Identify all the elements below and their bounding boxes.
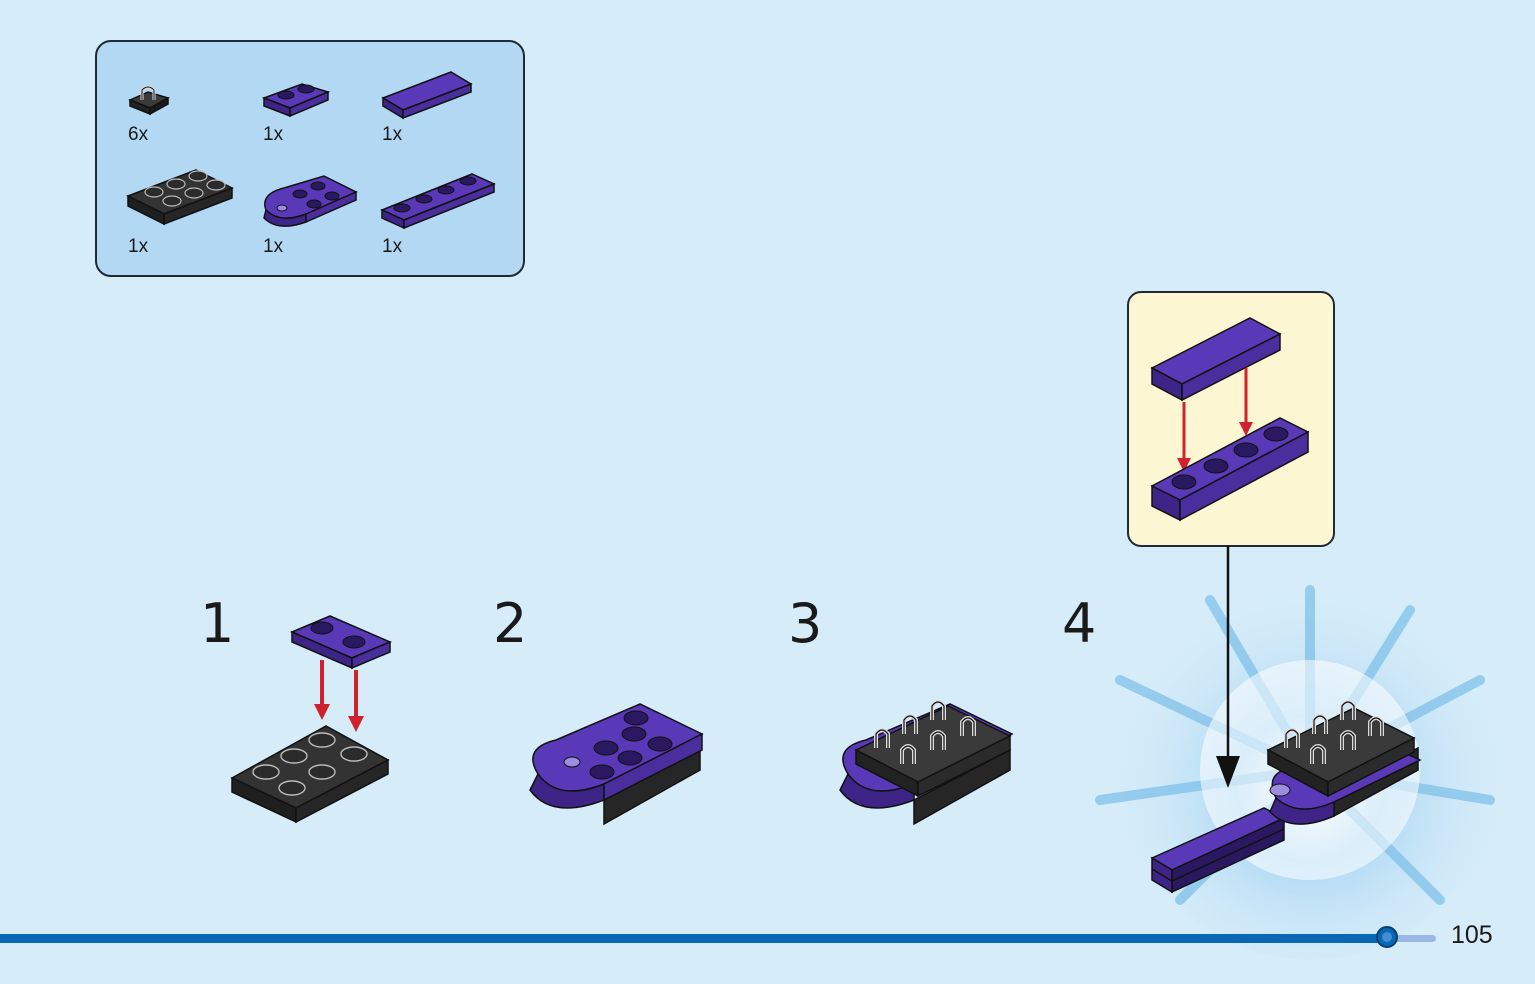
step-number: 4 — [1062, 592, 1097, 655]
callout-illustration — [1150, 317, 1310, 522]
step-number: 3 — [788, 592, 823, 655]
black-plate-bottom — [230, 725, 390, 824]
part-qty: 1x — [263, 124, 284, 145]
part-qty: 1x — [128, 236, 149, 257]
head — [1266, 700, 1422, 825]
step-2-illustration — [529, 703, 704, 826]
callout-red-arrows — [1177, 368, 1253, 472]
purple-plate-top — [290, 615, 392, 670]
progress-indicator — [1376, 926, 1398, 948]
purple-round-plate-part — [263, 175, 358, 227]
page-number: 105 — [1451, 921, 1493, 949]
callout-plate — [1150, 417, 1310, 522]
black-plate-2x3-part — [126, 169, 234, 226]
step-4-illustration — [1150, 700, 1422, 894]
callout-tile — [1150, 317, 1282, 402]
part-qty: 1x — [382, 236, 403, 257]
step-3-illustration — [839, 700, 1014, 826]
callout-connector-arrow — [1216, 546, 1240, 788]
progress-bar-remaining — [1388, 935, 1436, 942]
part-qty: 1x — [382, 124, 403, 145]
part-qty: 1x — [263, 236, 284, 257]
progress-bar — [0, 934, 1388, 943]
purple-plate-1x4-part — [380, 173, 496, 230]
step-1-illustration — [230, 615, 392, 824]
purple-tile-part — [381, 71, 473, 120]
red-arrows — [314, 660, 364, 732]
step-number: 2 — [493, 592, 528, 655]
step-number: 1 — [200, 592, 235, 655]
part-qty: 6x — [128, 124, 149, 145]
clip-plate-part — [128, 85, 170, 116]
handle — [1150, 807, 1286, 894]
purple-plate-1x2-part — [261, 83, 331, 118]
